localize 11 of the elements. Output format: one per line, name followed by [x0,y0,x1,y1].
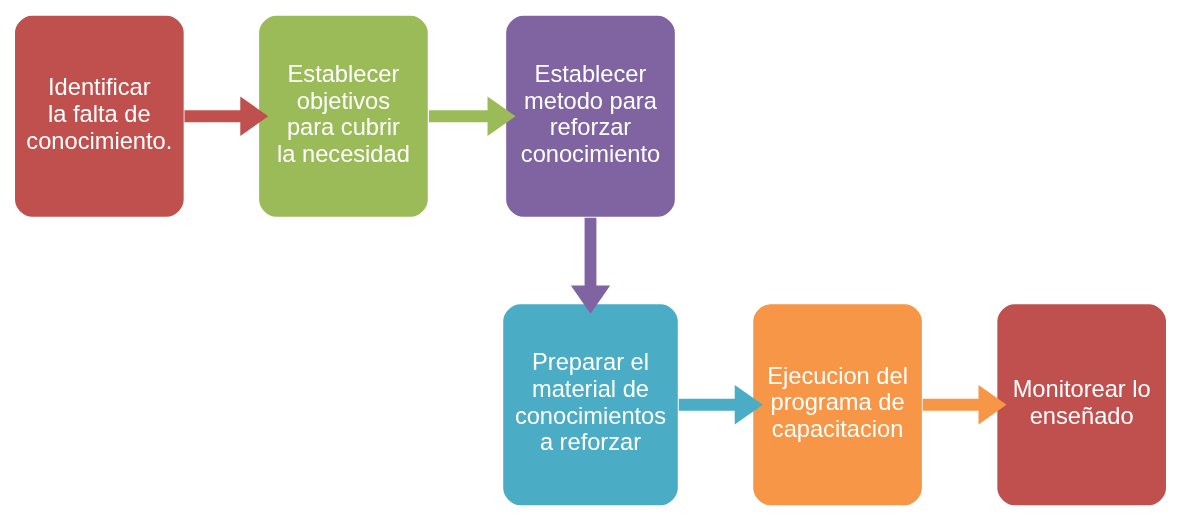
arrow [428,96,516,136]
arrow [570,217,611,314]
arrow [184,96,269,136]
arrow [678,385,763,425]
node-box: Establecer metodo para reforzar conocimiento [504,14,677,219]
node-box: Preparar el material de conocimientos a reforzar [501,302,680,507]
node-box: Establecer objetivos para cubrir la necesidad [257,14,430,219]
arrow [922,385,1007,425]
node-box: Ejecucion del programa de capacitacion [751,302,924,507]
node-box: Identificar la falta de conocimiento. [13,14,186,219]
node-box: Monitorear lo enseñado [995,302,1168,507]
